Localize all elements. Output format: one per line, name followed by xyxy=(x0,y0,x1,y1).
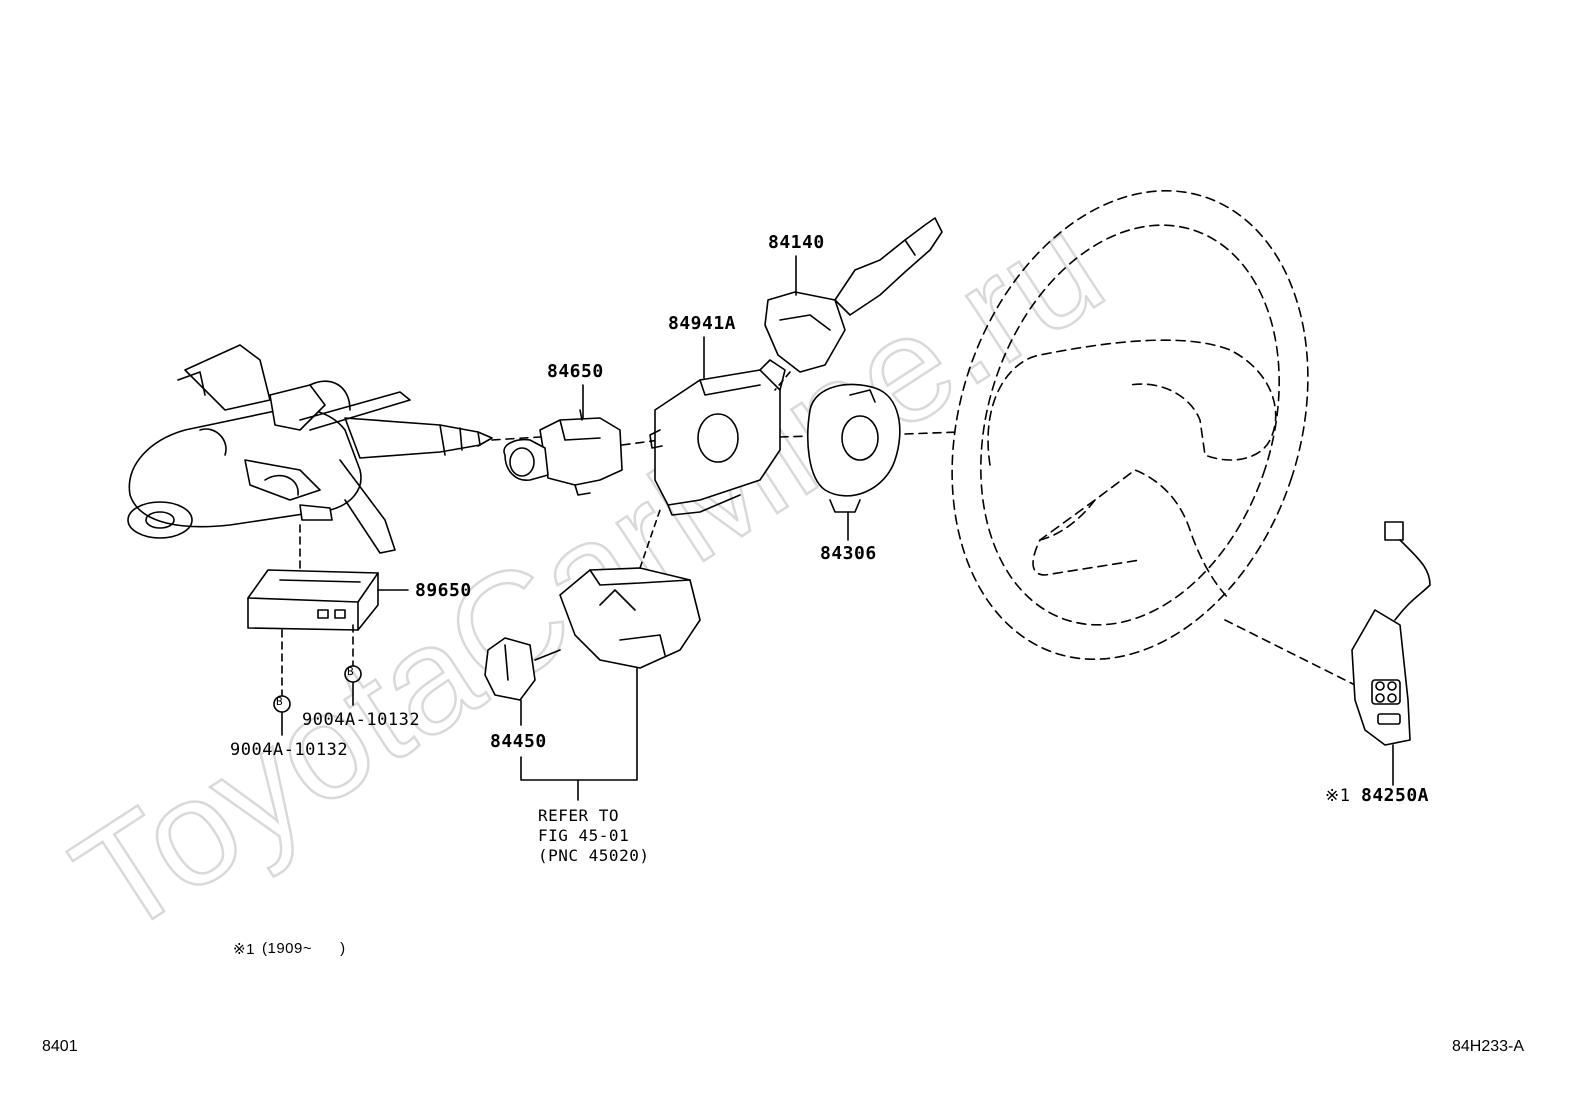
part-84650-drawing xyxy=(503,409,623,496)
part-84450-drawing xyxy=(484,637,561,701)
part-84306-drawing xyxy=(807,383,901,513)
label-84941A: 84941A xyxy=(668,313,737,334)
leader-84941A-84306 xyxy=(779,435,811,438)
label-84306: 84306 xyxy=(820,543,877,564)
leader-wheel-84250A xyxy=(1224,619,1366,691)
diagram-code-left: 8401 xyxy=(42,1038,78,1055)
footnote-text: (1909~ ) xyxy=(262,940,346,957)
ignition-lock-drawing xyxy=(559,567,701,669)
label-84450: 84450 xyxy=(490,731,547,752)
part-84250A-drawing xyxy=(1351,521,1431,746)
footnote-mark: ※1 xyxy=(233,941,255,958)
label-bolt-b2: B xyxy=(347,665,355,678)
part-89650-drawing xyxy=(247,569,379,631)
leader-ignition-84941A xyxy=(639,509,661,569)
label-84140: 84140 xyxy=(768,232,825,253)
bolt-b2-circle xyxy=(344,665,362,683)
leader-84140-84941A xyxy=(774,371,791,391)
label-9004A-lower: 9004A-10132 xyxy=(230,740,349,760)
label-9004A-upper: 9004A-10132 xyxy=(302,710,421,730)
label-84250A-note-mark: ※1 xyxy=(1325,786,1351,806)
refer-bracket xyxy=(520,667,638,781)
label-84650: 84650 xyxy=(547,361,604,382)
steering-wheel-phantom xyxy=(951,189,1309,661)
label-bolt-b1: B xyxy=(276,695,284,708)
leader-84306-wheel xyxy=(904,431,961,435)
label-89650: 89650 xyxy=(415,580,472,601)
refer-note: REFER TO FIG 45-01 (PNC 45020) xyxy=(538,806,649,866)
refer-line-2: FIG 45-01 xyxy=(538,826,630,845)
part-84941A-drawing xyxy=(649,359,786,516)
label-84250A: 84250A xyxy=(1361,785,1430,806)
refer-line-3: (PNC 45020) xyxy=(538,846,650,865)
steering-column xyxy=(127,344,493,554)
part-84140-drawing xyxy=(764,217,943,373)
leader-column-84650 xyxy=(491,436,541,441)
leader-84650-84941A xyxy=(621,439,661,446)
bolt-b1-circle xyxy=(273,695,291,713)
refer-line-1: REFER TO xyxy=(538,806,620,825)
diagram-code-right: 84H233-A xyxy=(1452,1038,1525,1055)
